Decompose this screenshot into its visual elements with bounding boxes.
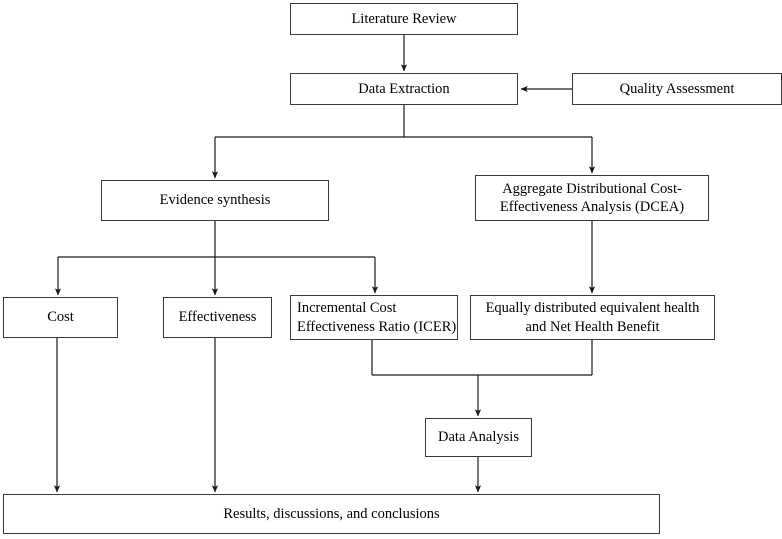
node-ede-nhb[interactable]: Equally distributed equivalent health an…: [470, 295, 715, 340]
node-data-extraction[interactable]: Data Extraction: [290, 73, 518, 105]
node-results-conclusions-label: Results, discussions, and conclusions: [223, 505, 440, 522]
node-data-analysis-label: Data Analysis: [438, 429, 519, 446]
node-icer[interactable]: Incremental Cost Effectiveness Ratio (IC…: [290, 295, 458, 340]
node-effectiveness-label: Effectiveness: [178, 309, 257, 326]
node-icer-label: Incremental Cost Effectiveness Ratio (IC…: [297, 300, 457, 335]
node-cost-label: Cost: [47, 309, 74, 326]
node-quality-assessment-label: Quality Assessment: [619, 80, 735, 97]
node-cost[interactable]: Cost: [3, 297, 118, 338]
node-evidence-synthesis[interactable]: Evidence synthesis: [101, 180, 329, 221]
node-literature-review-label: Literature Review: [351, 10, 457, 27]
node-data-analysis[interactable]: Data Analysis: [425, 418, 532, 457]
node-ede-nhb-label: Equally distributed equivalent health an…: [485, 300, 700, 335]
node-data-extraction-label: Data Extraction: [358, 80, 450, 97]
node-literature-review[interactable]: Literature Review: [290, 3, 518, 35]
node-evidence-synthesis-label: Evidence synthesis: [159, 192, 271, 209]
node-quality-assessment[interactable]: Quality Assessment: [572, 73, 782, 105]
node-aggregate-dcea[interactable]: Aggregate Distributional Cost- Effective…: [475, 175, 709, 221]
node-results-conclusions[interactable]: Results, discussions, and conclusions: [3, 494, 660, 534]
node-effectiveness[interactable]: Effectiveness: [163, 297, 272, 338]
node-aggregate-dcea-label: Aggregate Distributional Cost- Effective…: [499, 180, 685, 215]
